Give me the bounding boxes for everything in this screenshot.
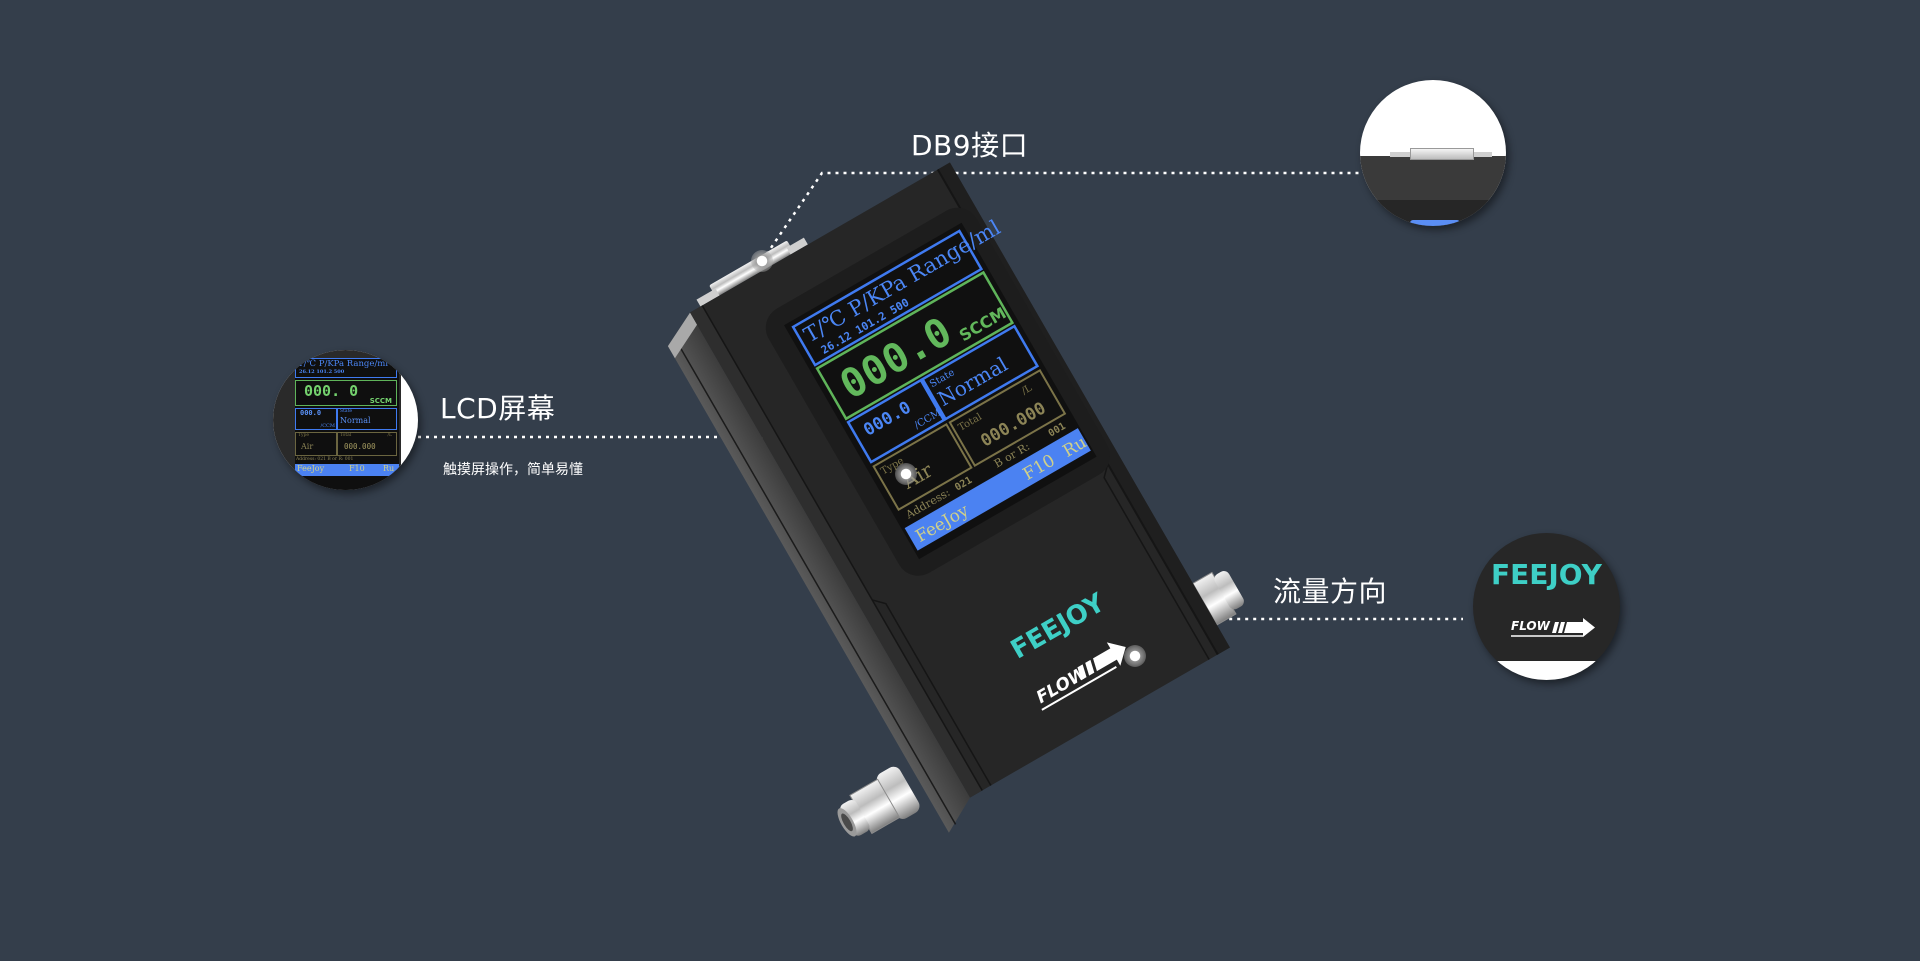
zoom-lcd-total-label: Total <box>340 433 352 438</box>
inlet-fitting <box>837 766 920 837</box>
zoom-lcd-header: T/℃ P/KPa Range/ml <box>298 359 389 369</box>
zoom-lcd-state-value: Normal <box>340 416 371 425</box>
zoom-lcd-type-label: Type <box>298 433 310 438</box>
zoom-lcd-type-value: Air <box>301 442 314 451</box>
device-side-face <box>667 312 971 833</box>
flow-zoom-circle: FEEJOY FLOW <box>1473 533 1620 680</box>
lcd-screen: T/℃ P/KPa Range/ml 26.12 101.2 500 000.0… <box>784 215 1097 560</box>
flow-zoom-mark: FLOW <box>1511 618 1601 640</box>
db9-connector <box>696 237 808 307</box>
zoom-lcd-footer-brand: FeeJoy <box>297 464 325 473</box>
db9-callout-line <box>760 171 1362 262</box>
zoom-lcd-address-line: Address: 021 B or R: 001 <box>296 457 354 462</box>
zoom-lcd-main-value: 000. 0 <box>304 382 359 400</box>
db9-port-icon <box>1410 148 1474 160</box>
db9-zoom-circle <box>1360 80 1506 226</box>
lcd-hotspot[interactable] <box>895 463 917 485</box>
lcd-callout-subtitle: 触摸屏操作，简单易懂 <box>443 462 583 478</box>
flow-arrow-icon <box>1511 618 1595 637</box>
zoom-lcd-total-unit: /L <box>387 433 392 438</box>
zoom-lcd-state-label: State <box>340 409 353 414</box>
zoom-lcd-main-unit: SCCM <box>369 397 392 405</box>
zoom-lcd-footer-mode: Ru <box>383 464 395 473</box>
lcd-zoom-screen: T/℃ P/KPa Range/ml 26.12 101.2 500 000. … <box>295 358 399 490</box>
zoom-lcd-total-value: 000.000 <box>344 442 376 451</box>
zoom-lcd-header-values: 26.12 101.2 500 <box>299 369 345 375</box>
flow-zoom-brand: FEEJOY <box>1491 558 1602 591</box>
zoom-lcd-footer-key: F10 <box>349 464 365 473</box>
flow-hotspot[interactable] <box>1124 645 1146 667</box>
db9-callout-title: DB9接口 <box>911 129 1029 162</box>
zoom-lcd-sub-value: 000.0 <box>300 409 322 417</box>
db9-hotspot[interactable] <box>751 250 773 272</box>
lcd-zoom-circle: T/℃ P/KPa Range/ml 26.12 101.2 500 000. … <box>273 350 418 490</box>
zoom-lcd-sub-unit: /CCM <box>320 423 335 429</box>
lcd-callout-title: LCD屏幕 <box>440 392 556 425</box>
flow-callout-title: 流量方向 <box>1273 575 1388 608</box>
